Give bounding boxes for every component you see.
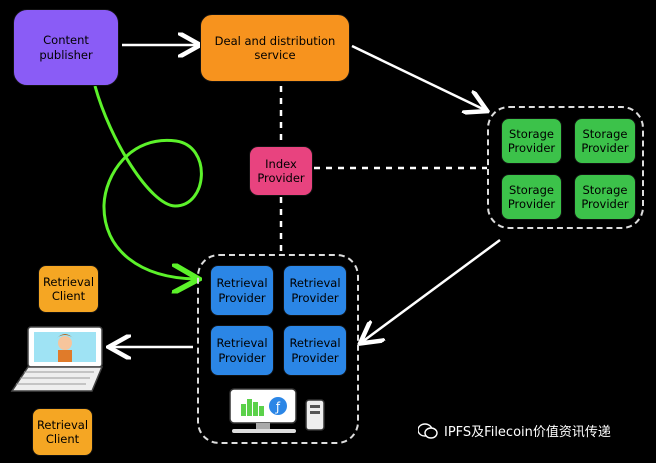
retrieval-client-1: Retrieval Client: [38, 265, 99, 313]
storage-provider-4: Storage Provider: [574, 174, 636, 220]
computer-icon: ƒ: [229, 388, 325, 433]
content-publisher-label: Content publisher: [39, 33, 93, 62]
storage-provider-group: [487, 106, 644, 229]
retrieval-provider-label: Retrieval Provider: [289, 276, 341, 305]
retrieval-provider-1: Retrieval Provider: [210, 265, 274, 316]
deal-service-label: Deal and distribution service: [214, 33, 336, 62]
index-provider-box: Index Provider: [249, 146, 313, 196]
storage-provider-label: Storage Provider: [581, 182, 629, 211]
retrieval-client-2: Retrieval Client: [32, 408, 93, 456]
index-provider-label: Index Provider: [257, 156, 305, 185]
storage-provider-1: Storage Provider: [501, 118, 562, 164]
watermark-text: IPFS及Filecoin价值资讯传递: [444, 425, 611, 440]
retrieval-provider-3: Retrieval Provider: [210, 325, 274, 376]
arrow-storage-to-retrieval: [362, 238, 501, 342]
watermark: IPFS及Filecoin价值资讯传递: [418, 421, 611, 440]
storage-provider-label: Storage Provider: [507, 182, 556, 211]
retrieval-provider-label: Retrieval Provider: [289, 336, 341, 365]
arrow-deal-to-storage: [351, 44, 485, 110]
retrieval-provider-2: Retrieval Provider: [283, 265, 347, 316]
storage-provider-label: Storage Provider: [507, 126, 556, 155]
content-publisher-box: Content publisher: [13, 9, 119, 86]
deal-service-box: Deal and distribution service: [200, 14, 350, 82]
retrieval-provider-group: [197, 254, 359, 444]
retrieval-client-label: Retrieval Client: [42, 274, 95, 303]
retrieval-client-label: Retrieval Client: [36, 417, 89, 446]
retrieval-provider-label: Retrieval Provider: [216, 276, 268, 305]
svg-text:ƒ: ƒ: [275, 400, 281, 414]
retrieval-provider-label: Retrieval Provider: [216, 336, 268, 365]
storage-provider-label: Storage Provider: [581, 126, 629, 155]
laptop-icon: [10, 326, 104, 392]
green-arrow-publisher-to-retrieval: [93, 85, 203, 279]
wechat-icon: [418, 422, 438, 439]
storage-provider-2: Storage Provider: [574, 118, 636, 164]
storage-provider-3: Storage Provider: [501, 174, 562, 220]
retrieval-provider-4: Retrieval Provider: [283, 325, 347, 376]
